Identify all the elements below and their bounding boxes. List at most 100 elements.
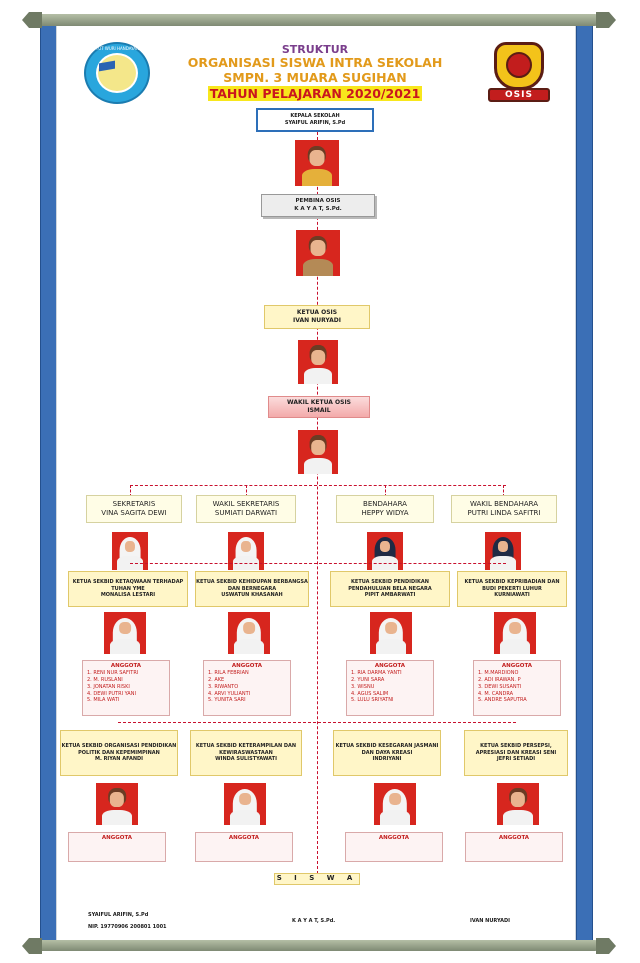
anggota-heading: ANGGOTA [501,663,533,669]
member-item: 3. JONATAN RISKI [87,683,130,690]
member-item: 3. DEWI SUSANTI [478,683,522,690]
top-scroll-rod [38,14,598,26]
sekbid-name: MONALISA LESTARI [100,592,156,599]
ketua-osis-photo [298,340,338,384]
sekbid-bela-negara-photo [370,612,412,654]
sekbid-ketaqwaan-photo [104,612,146,654]
officer-box-bendahara: BENDAHARA HEPPY WIDYA [336,495,434,523]
ketua-osis-name: IVAN NURYADI [292,317,342,324]
right-scroll-bar [576,24,593,944]
title-line-4: TAHUN PELAJARAN 2020/2021 [150,86,480,101]
member-item: 2. M. RUSLANI [87,677,123,684]
member-item: 1. RIA DARMA YANTI [351,670,402,677]
anggota-seni-list: ANGGOTA [465,832,563,862]
anggota-kepribadian-list: ANGGOTA 1. M.MARDIONO 2. ADI IRAWAN. P 3… [473,660,561,716]
officer-drop-4 [503,485,504,497]
kepala-sekolah-title: KEPALA SEKOLAH [290,113,340,120]
osis-logo: OSIS [488,40,550,106]
member-item: 4. ARVI YULIANTI [208,690,251,697]
member-item: 2. AKE [208,677,225,684]
member-item: 5. MILA WATI [87,697,120,704]
anggota-berbangsa-list: ANGGOTA 1. RILA FEBRIAN 2. AKE 3. RIWANT… [203,660,291,716]
anggota-keterampilan-list: ANGGOTA [195,832,293,862]
wakil-ketua-box: WAKIL KETUA OSIS ISMAIL [268,396,370,418]
sekbid-jasmani-box: KETUA SEKBID KESEGARAN JASMANI DAN DAYA … [333,730,441,776]
logo-inner-ring [96,53,138,93]
sekbid-berbangsa-box: KETUA SEKBID KEHIDUPAN BERBANGSA DAN BER… [195,571,309,607]
sekbid-text: KETUA SEKBID KETAQWAAN TERHADAP TUHAN YM… [72,578,184,592]
member-item: 4. AGUS SALIM [351,690,389,697]
officer-box-wakil-sekretaris: WAKIL SEKRETARIS SUMIATI DARWATI [196,495,296,523]
sekbid-row1-connector [130,563,506,564]
anggota-heading: ANGGOTA [228,835,260,841]
rod-cap-top-right [596,12,616,28]
sekretaris-photo [112,532,148,570]
title-line-3: SMPN. 3 MUARA SUGIHAN [223,70,407,85]
officer-title: BENDAHARA [363,499,407,508]
spine-line [317,132,318,874]
wakil-ketua-photo [298,430,338,474]
sekbid-jasmani-photo [374,783,416,825]
officer-title: WAKIL SEKRETARIS [212,499,280,508]
member-item: 5. LULU SRIYATNI [351,697,394,704]
sekbid-name: USWATUN KHASANAH [221,592,283,599]
siswa-box: S I S W A [274,873,360,885]
member-item: 3. RIWANTO [208,683,239,690]
title-year: TAHUN PELAJARAN 2020/2021 [207,86,423,101]
sekbid-text: KETUA SEKBID PENDIDIKAN PENDAHULUAN BELA… [348,578,432,592]
pembina-photo [296,230,340,276]
officer-drop-1 [130,485,131,497]
sekbid-text: KETUA SEKBID KETERAMPILAN DAN KEWIRASWAS… [195,742,297,756]
kepala-sekolah-photo [295,140,339,186]
member-item: 5. YUNITA SARI [208,697,246,704]
officer-name: VINA SAGITA DEWI [101,509,167,517]
sekbid-bela-negara-box: KETUA SEKBID PENDIDIKAN PENDAHULUAN BELA… [330,571,450,607]
sekbid-name: JEFRI SETIADI [496,756,536,763]
member-item: 1. M.MARDIONO [478,670,519,677]
anggota-heading: ANGGOTA [378,835,410,841]
signature-right-name: IVAN NURYADI [470,918,511,924]
rod-cap-bottom-right [596,938,616,954]
sekbid-text: KETUA SEKBID ORGANISASI PENDIDIKAN POLIT… [61,742,177,756]
osis-core-emblem [506,52,532,78]
anggota-bela-negara-list: ANGGOTA 1. RIA DARMA YANTI 2. YUNI SARA … [346,660,434,716]
siswa-label: S I S W A [276,874,358,883]
kepala-sekolah-name: SYAIFUL ARIFIN, S.Pd [284,120,346,126]
anggota-heading: ANGGOTA [374,663,406,669]
sekbid-name: INDRIYANI [372,756,402,763]
tut-wuri-handayani-logo: TUT WURI HANDAYANI [84,42,150,104]
sekbid-text: KETUA SEKBID PERSEPSI, APRESIASI DAN KRE… [475,742,557,756]
wakil-ketua-title: WAKIL KETUA OSIS [286,398,352,406]
anggota-heading: ANGGOTA [101,835,133,841]
member-item: 2. YUNI SARA [351,677,385,684]
member-item: 1. RILA FEBRIAN [208,670,249,677]
title-line-1: STRUKTUR [281,43,349,56]
title-line-2: ORGANISASI SISWA INTRA SEKOLAH [187,55,443,70]
sekbid-politik-box: KETUA SEKBID ORGANISASI PENDIDIKAN POLIT… [60,730,178,776]
rod-cap-top-left [22,12,42,28]
signature-left-nip: NIP. 19770906 200801 1001 [88,924,167,930]
officer-title: WAKIL BENDAHARA [469,499,539,508]
sekbid-text: KETUA SEKBID KEHIDUPAN BERBANGSA DAN BER… [196,578,308,592]
wakil-sekretaris-photo [228,532,264,570]
member-item: 4. M. CANDRA [478,690,514,697]
sekbid-seni-photo [497,783,539,825]
member-item: 3. WISNU [351,683,375,690]
officer-name: PUTRI LINDA SAFITRI [467,509,541,517]
sekbid-name: M. RIYAN AFANDI [94,756,144,763]
member-item: 1. RENI NUR SAFITRI [87,670,139,677]
anggota-politik-list: ANGGOTA [68,832,166,862]
sekbid-kepribadian-photo [494,612,536,654]
wakil-bendahara-photo [485,532,521,570]
member-item: 5. ANDRE SAPUTRA [478,697,527,704]
sekbid-keterampilan-photo [224,783,266,825]
officer-box-wakil-bendahara: WAKIL BENDAHARA PUTRI LINDA SAFITRI [451,495,557,523]
logo-caption: TUT WURI HANDAYANI [95,46,141,51]
officer-box-sekretaris: SEKRETARIS VINA SAGITA DEWI [86,495,182,523]
officers-connector [130,485,506,486]
anggota-jasmani-list: ANGGOTA [345,832,443,862]
left-scroll-bar [40,24,57,944]
sekbid-kepribadian-box: KETUA SEKBID KEPRIBADIAN DAN BUDI PEKERT… [457,571,567,607]
bendahara-photo [367,532,403,570]
officer-name: HEPPY WIDYA [361,509,409,517]
